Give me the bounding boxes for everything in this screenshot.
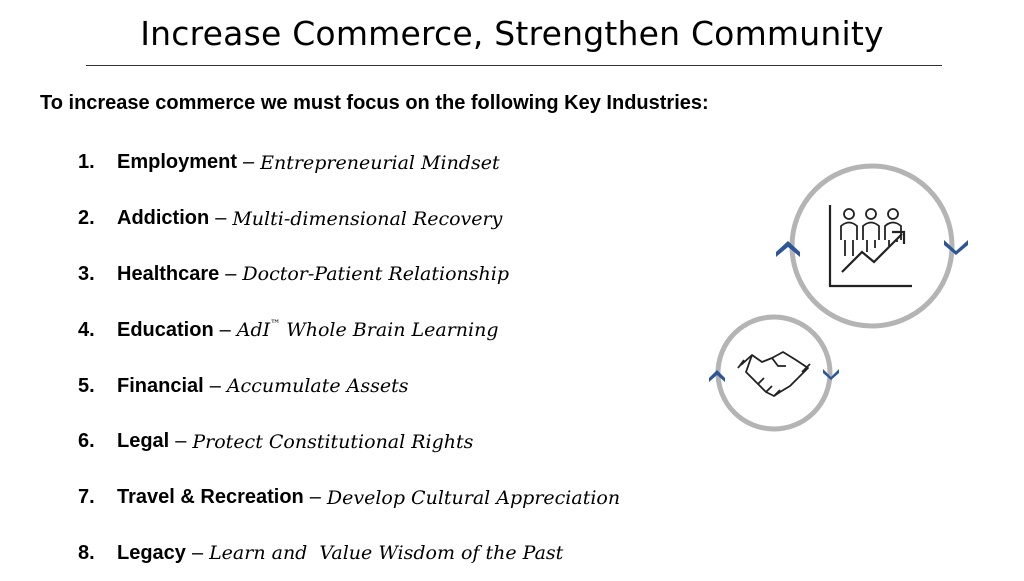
list-item: 6. Legal – Protect Constitutional Rights bbox=[78, 414, 620, 470]
item-description-prefix: AdI bbox=[236, 319, 271, 342]
item-number: 8. bbox=[78, 541, 95, 564]
item-term: Travel & Recreation bbox=[117, 486, 304, 509]
chevron-down-icon bbox=[944, 240, 968, 255]
list-item: 4. Education – AdI™ Whole Brain Learning bbox=[78, 302, 620, 358]
item-description: Accumulate Assets bbox=[226, 375, 409, 398]
item-dash: – bbox=[209, 374, 221, 397]
item-term: Legacy bbox=[117, 541, 186, 564]
slide-title: Increase Commerce, Strengthen Community bbox=[140, 14, 884, 53]
title-divider bbox=[86, 65, 942, 66]
item-description-rest: Whole Brain Learning bbox=[280, 319, 499, 342]
list-item: 3. Healthcare – Doctor-Patient Relations… bbox=[78, 247, 620, 303]
item-dash: – bbox=[219, 318, 231, 341]
item-number: 6. bbox=[78, 430, 95, 453]
cycle-graphic bbox=[709, 163, 968, 432]
chevron-up-icon bbox=[709, 370, 725, 382]
item-term: Healthcare bbox=[117, 262, 220, 285]
chevron-down-icon bbox=[823, 369, 839, 380]
item-description: Multi-dimensional Recovery bbox=[232, 207, 503, 230]
item-number: 5. bbox=[78, 374, 95, 397]
item-number: 4. bbox=[78, 318, 95, 341]
list-item: 1. Employment – Entrepreneurial Mindset bbox=[78, 135, 620, 191]
item-description: Doctor-Patient Relationship bbox=[242, 263, 509, 286]
item-description: Learn and Value Wisdom of the Past bbox=[209, 542, 564, 565]
item-dash: – bbox=[243, 151, 255, 174]
item-description: Protect Constitutional Rights bbox=[192, 430, 474, 453]
item-term: Financial bbox=[117, 374, 204, 397]
list-item: 2. Addiction – Multi-dimensional Recover… bbox=[78, 191, 620, 247]
item-dash: – bbox=[215, 207, 227, 230]
item-term: Legal bbox=[117, 430, 170, 453]
item-dash: – bbox=[225, 262, 237, 285]
intro-text: To increase commerce we must focus on th… bbox=[40, 92, 709, 114]
item-description: Entrepreneurial Mindset bbox=[260, 151, 500, 174]
list-item: 5. Financial – Accumulate Assets bbox=[78, 358, 620, 414]
people-growth-chart-icon bbox=[789, 163, 955, 329]
item-dash: – bbox=[309, 486, 321, 509]
item-number: 2. bbox=[78, 207, 95, 230]
item-number: 3. bbox=[78, 262, 95, 285]
item-dash: – bbox=[175, 430, 187, 453]
item-description: AdI™ Whole Brain Learning bbox=[237, 319, 499, 341]
item-term: Addiction bbox=[117, 207, 210, 230]
handshake-icon bbox=[715, 314, 833, 432]
item-dash: – bbox=[191, 541, 204, 564]
item-description: Develop Cultural Appreciation bbox=[326, 486, 621, 509]
list-item: 7. Travel & Recreation – Develop Cultura… bbox=[78, 470, 620, 526]
key-industries-list: 1. Employment – Entrepreneurial Mindset … bbox=[78, 135, 620, 581]
trademark-symbol: ™ bbox=[270, 318, 281, 330]
item-term: Education bbox=[117, 318, 214, 341]
item-term: Employment bbox=[117, 151, 238, 174]
item-number: 1. bbox=[78, 151, 95, 174]
chevron-up-icon bbox=[776, 241, 800, 257]
item-number: 7. bbox=[78, 486, 95, 509]
list-item: 8. Legacy – Learn and Value Wisdom of th… bbox=[78, 526, 620, 581]
